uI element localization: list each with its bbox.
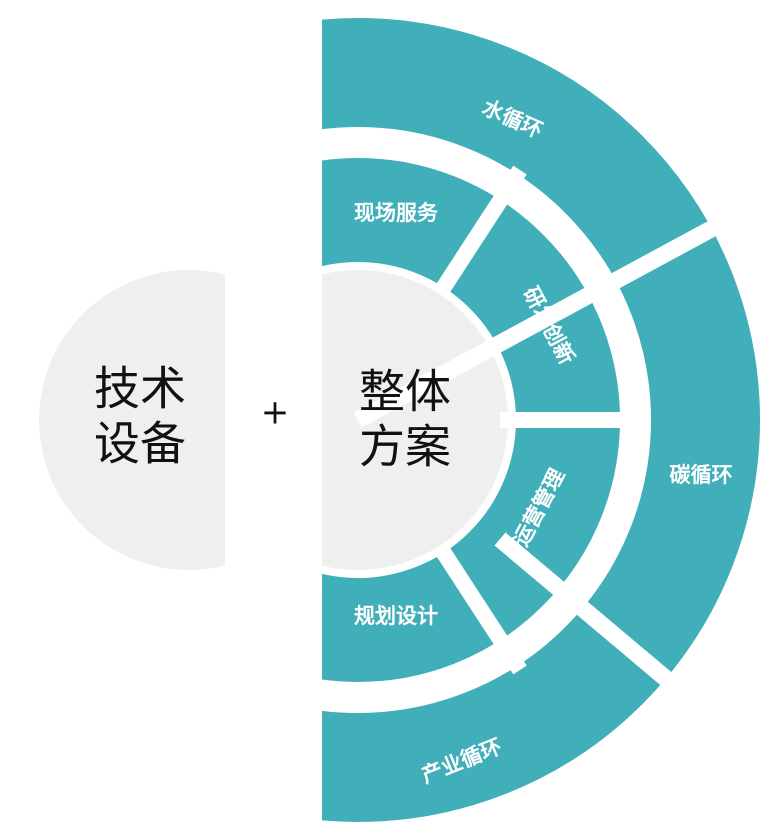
overall-solution-circle: [322, 270, 508, 570]
outer-divider-bottom: [494, 532, 781, 787]
segment-carbon-cycle: 碳循环: [670, 463, 733, 487]
left-label-line1: 技术: [94, 362, 186, 416]
inner-divider-bottom: [433, 542, 527, 675]
center-label-line2: 方案: [359, 420, 451, 474]
left-label-line2: 设备: [94, 417, 186, 471]
outer-divider-top: [353, 181, 781, 428]
segment-onsite-service: 现场服务: [354, 201, 439, 225]
segment-planning-design: 规划设计: [354, 604, 438, 628]
technology-equipment-circle: [39, 270, 225, 570]
inner-divider-top: [433, 165, 527, 298]
plus-sign: +: [261, 393, 290, 433]
center-label-line1: 整体: [359, 365, 451, 419]
outer-ring: [322, 18, 760, 822]
